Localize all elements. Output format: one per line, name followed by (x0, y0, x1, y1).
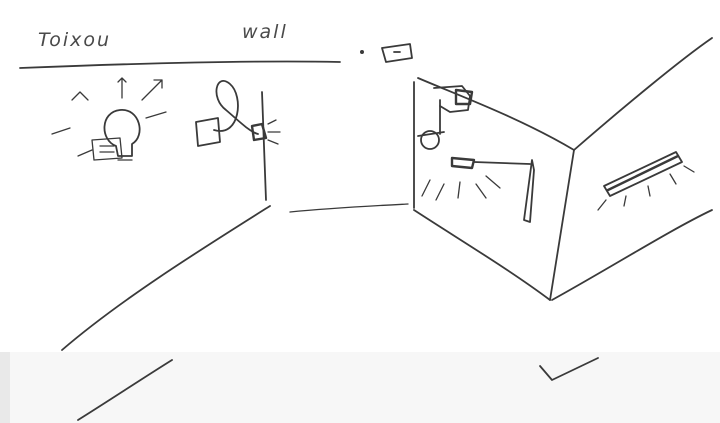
label-greek-text: Toixou (38, 29, 111, 51)
paper-sheet-top (0, 0, 720, 352)
dot-mark (360, 50, 364, 54)
paper-sheet-bottom (10, 352, 720, 423)
label-english-text: wall (242, 21, 288, 43)
